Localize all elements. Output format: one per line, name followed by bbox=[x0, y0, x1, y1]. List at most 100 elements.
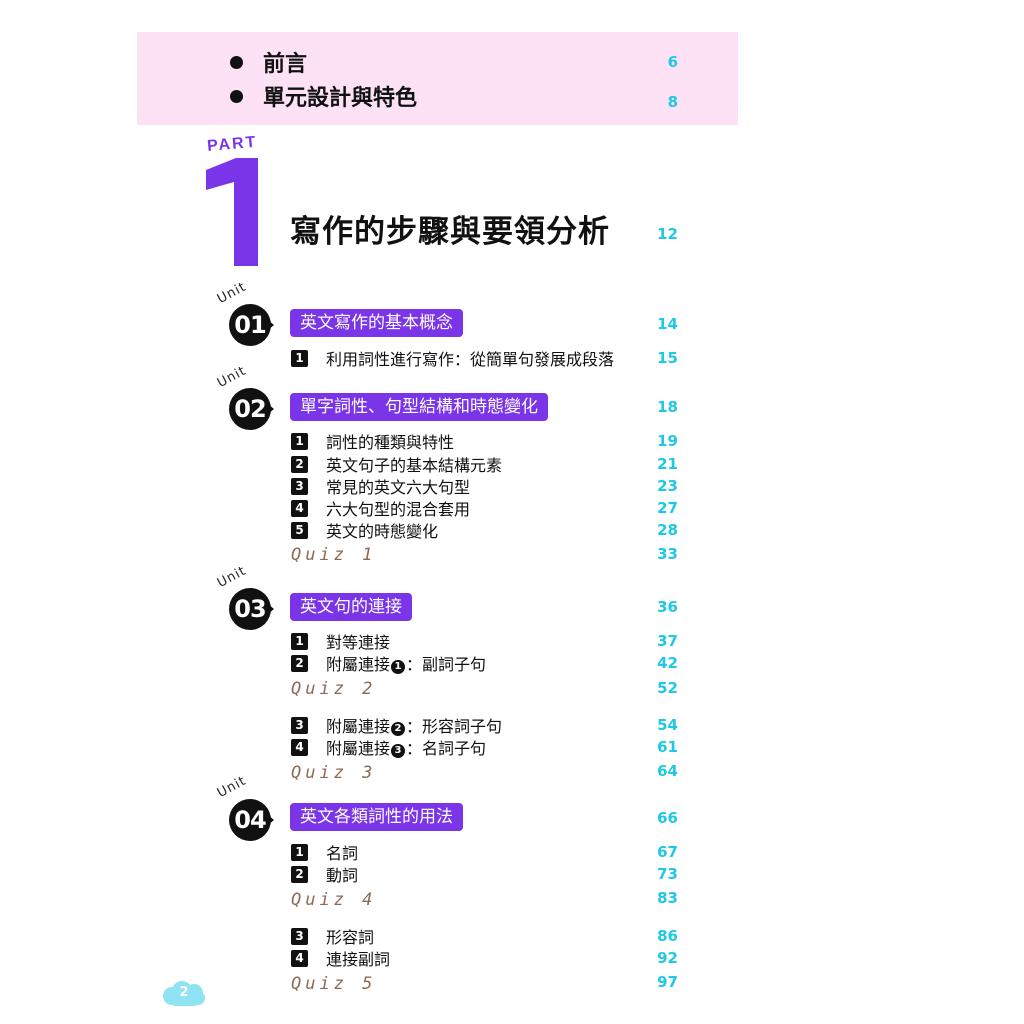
item-number-box: 4 bbox=[291, 499, 308, 517]
quiz-entry[interactable]: Quiz 2 bbox=[291, 679, 377, 699]
toc-page-number: 18 bbox=[657, 398, 678, 416]
toc-page-number: 54 bbox=[657, 716, 678, 734]
part-number-graphic bbox=[200, 150, 264, 274]
toc-item[interactable]: 3 常見的英文六大句型 bbox=[291, 476, 471, 497]
toc-item[interactable]: 4 六大句型的混合套用 bbox=[291, 498, 471, 519]
quiz-entry[interactable]: Quiz 3 bbox=[291, 763, 377, 783]
item-number-box: 3 bbox=[291, 716, 308, 734]
unit-number-badge: 02 bbox=[228, 386, 274, 432]
toc-page-number: 97 bbox=[657, 973, 678, 991]
unit-number: 04 bbox=[234, 806, 266, 834]
unit-title-02[interactable]: 單字詞性、句型結構和時態變化 bbox=[290, 393, 548, 421]
toc-page-number: 12 bbox=[657, 225, 678, 243]
toc-page-number: 37 bbox=[657, 632, 678, 650]
unit-number: 02 bbox=[234, 395, 266, 423]
item-number-box: 1 bbox=[291, 632, 308, 650]
toc-page-number: 27 bbox=[657, 499, 678, 517]
toc-item-label: 動詞 bbox=[326, 866, 359, 885]
unit-title-04[interactable]: 英文各類詞性的用法 bbox=[290, 803, 463, 831]
toc-item-label: 六大句型的混合套用 bbox=[326, 500, 471, 519]
unit-number-badge: 04 bbox=[228, 797, 274, 843]
toc-item-label: 英文的時態變化 bbox=[326, 522, 439, 541]
front-matter-band bbox=[137, 32, 738, 125]
item-number-box: 1 bbox=[291, 843, 308, 861]
toc-page-number: 28 bbox=[657, 521, 678, 539]
toc-page-number: 14 bbox=[657, 315, 678, 333]
toc-item[interactable]: 2 動詞 bbox=[291, 864, 359, 885]
toc-page-number: 83 bbox=[657, 889, 678, 907]
toc-entry-unit-design[interactable]: 單元設計與特色 bbox=[230, 81, 417, 111]
toc-item-label: 連接副詞 bbox=[326, 950, 391, 969]
cloud-icon bbox=[160, 980, 208, 1008]
toc-page-number: 42 bbox=[657, 654, 678, 672]
unit-number: 01 bbox=[234, 311, 266, 339]
item-number-box: 5 bbox=[291, 521, 308, 539]
unit-number-badge: 03 bbox=[228, 586, 274, 632]
item-number-box: 1 bbox=[291, 349, 308, 367]
toc-item-label: 名詞 bbox=[326, 844, 359, 863]
item-number-box: 2 bbox=[291, 865, 308, 883]
toc-item-label: 常見的英文六大句型 bbox=[326, 478, 471, 497]
toc-entry-label: 前言 bbox=[263, 52, 308, 77]
toc-item[interactable]: 1 名詞 bbox=[291, 842, 359, 863]
toc-item-suffix: ：名詞子句 bbox=[406, 739, 487, 758]
toc-item[interactable]: 4 連接副詞 bbox=[291, 948, 391, 969]
item-number-box: 3 bbox=[291, 477, 308, 495]
toc-page-number: 8 bbox=[667, 93, 678, 111]
toc-page-number: 15 bbox=[657, 349, 678, 367]
toc-page-number: 6 bbox=[667, 53, 678, 71]
bullet-icon bbox=[230, 55, 243, 69]
quiz-entry[interactable]: Quiz 4 bbox=[291, 890, 377, 910]
toc-item-text: 附屬連接 bbox=[326, 717, 391, 736]
toc-item-label: 詞性的種類與特性 bbox=[326, 433, 455, 452]
unit-number-badge: 01 bbox=[228, 302, 274, 348]
toc-item[interactable]: 1 對等連接 bbox=[291, 631, 391, 652]
toc-page-number: 52 bbox=[657, 679, 678, 697]
toc-page-number: 73 bbox=[657, 865, 678, 883]
quiz-entry[interactable]: Quiz 5 bbox=[291, 974, 377, 994]
toc-page-number: 67 bbox=[657, 843, 678, 861]
item-number-box: 4 bbox=[291, 738, 308, 756]
toc-page-number: 23 bbox=[657, 477, 678, 495]
toc-item[interactable]: 2 英文句子的基本結構元素 bbox=[291, 454, 503, 475]
toc-item-suffix: ：形容詞子句 bbox=[406, 717, 503, 736]
unit-title-03[interactable]: 英文句的連接 bbox=[290, 593, 412, 621]
bullet-icon bbox=[230, 89, 243, 103]
unit-number: 03 bbox=[234, 595, 266, 623]
page-number: 2 bbox=[179, 985, 189, 1000]
toc-page-number: 21 bbox=[657, 455, 678, 473]
circled-number-icon: 1 bbox=[391, 660, 406, 674]
toc-entry-preface[interactable]: 前言 bbox=[230, 47, 307, 77]
circled-number-icon: 2 bbox=[391, 722, 406, 736]
toc-item-label: 英文句子的基本結構元素 bbox=[326, 456, 503, 475]
toc-page-number: 36 bbox=[657, 598, 678, 616]
circled-number-icon: 3 bbox=[391, 744, 406, 758]
quiz-entry[interactable]: Quiz 1 bbox=[291, 545, 377, 565]
toc-page-number: 19 bbox=[657, 432, 678, 450]
item-number-box: 1 bbox=[291, 432, 308, 450]
toc-item[interactable]: 3 形容詞 bbox=[291, 926, 374, 947]
item-number-box: 2 bbox=[291, 455, 308, 473]
toc-item-label: 對等連接 bbox=[326, 633, 391, 652]
toc-item[interactable]: 5 英文的時態變化 bbox=[291, 520, 439, 541]
toc-item-text: 附屬連接 bbox=[326, 739, 391, 758]
toc-page-number: 86 bbox=[657, 927, 678, 945]
toc-item[interactable]: 1 詞性的種類與特性 bbox=[291, 431, 455, 452]
toc-page-number: 33 bbox=[657, 545, 678, 563]
item-number-box: 4 bbox=[291, 949, 308, 967]
unit-title-01[interactable]: 英文寫作的基本概念 bbox=[290, 309, 463, 337]
toc-page-number: 66 bbox=[657, 809, 678, 827]
part-title[interactable]: 寫作的步驟與要領分析 bbox=[290, 214, 610, 250]
toc-entry-label: 單元設計與特色 bbox=[263, 86, 418, 111]
toc-item-suffix: ：副詞子句 bbox=[406, 655, 487, 674]
toc-item-text: 附屬連接 bbox=[326, 655, 391, 674]
toc-page-number: 64 bbox=[657, 762, 678, 780]
toc-page-number: 92 bbox=[657, 949, 678, 967]
toc-item[interactable]: 1 利用詞性進行寫作：從簡單句發展成段落 bbox=[291, 348, 614, 369]
